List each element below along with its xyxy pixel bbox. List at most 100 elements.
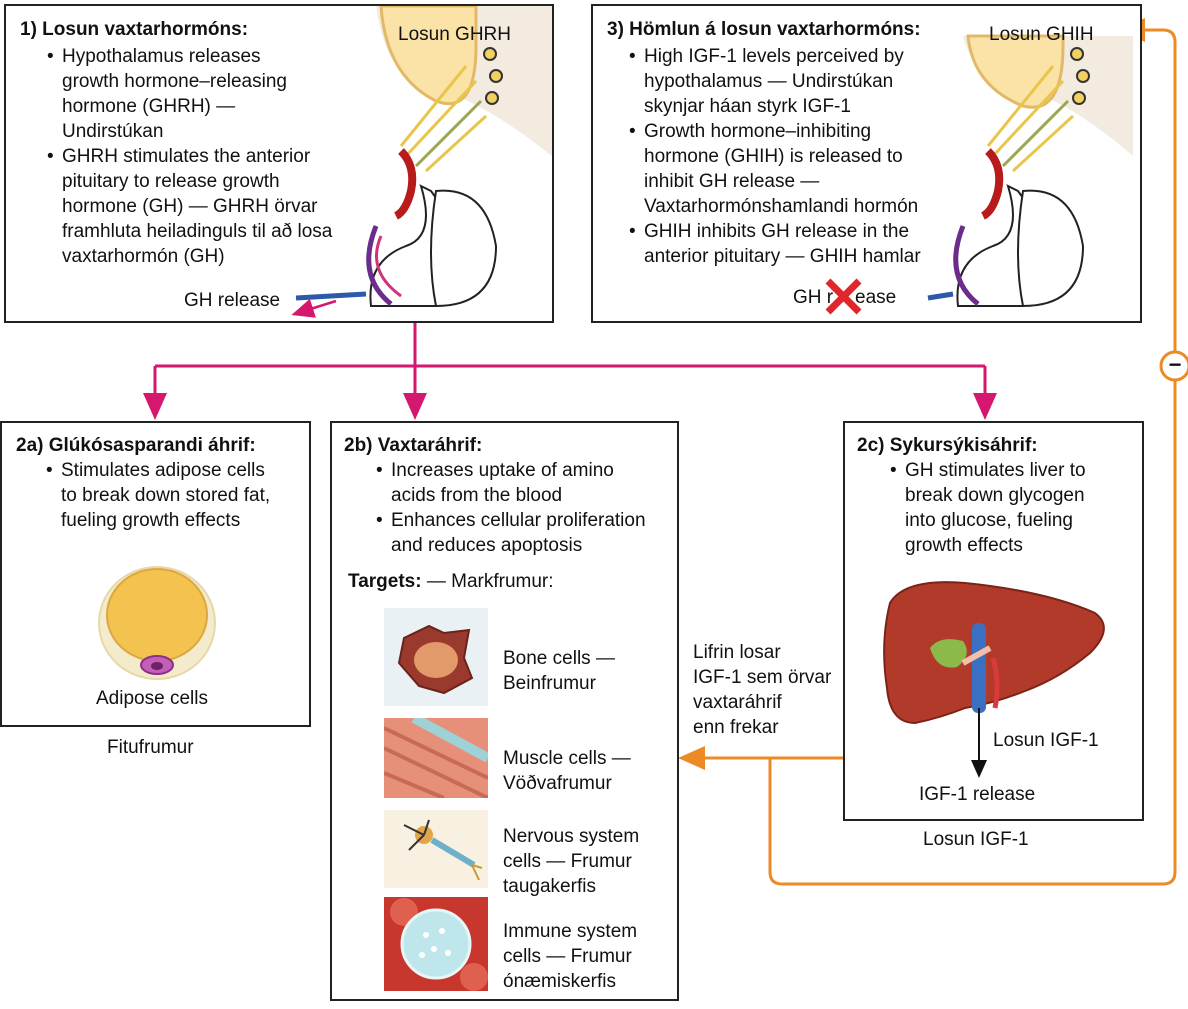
box-ghrh-release: 1) Losun vaxtarhormóns: Losun GHRH • Hyp…: [4, 4, 554, 323]
bullet-line: High IGF-1 levels perceived by: [644, 46, 904, 67]
box-diabetogenic-effects: 2c) Sykursýkisáhrif: • GH stimulates liv…: [843, 421, 1144, 821]
igf1-feedback-arrows: [678, 18, 1177, 886]
note-line: IGF-1 sem örvar: [693, 667, 832, 688]
note-line: Lifrin losar: [693, 642, 781, 663]
hypothalamus-pituitary-illustration: [291, 6, 552, 318]
nervous-cells-label: Nervous system cells — Frumur taugakerfi…: [503, 824, 639, 899]
losun-igf1-label: Losun IGF-1: [993, 730, 1099, 751]
bullet-line: Vaxtarhormónshamlandi hormón: [644, 196, 919, 217]
bullet-line: skynjar háan styrk IGF-1: [644, 96, 851, 117]
box2a-bullet-1: • Stimulates adipose cells to break down…: [46, 458, 271, 533]
label-line: taugakerfis: [503, 876, 596, 897]
label-line: cells — Frumur: [503, 946, 632, 967]
liver-illustration: [883, 581, 1105, 778]
box2b-title: 2b) Vaxtaráhrif:: [344, 435, 483, 456]
label-line: cells — Frumur: [503, 851, 632, 872]
box-growth-effects: 2b) Vaxtaráhrif: • Increases uptake of a…: [330, 421, 679, 1001]
box1-bullet-1: • Hypothalamus releases growth hormone–r…: [47, 44, 287, 144]
adipose-cells-label: Adipose cells: [96, 688, 208, 709]
bullet-line: to break down stored fat,: [61, 485, 271, 506]
box2b-bullet-2: • Enhances cellular proliferation and re…: [376, 508, 646, 558]
bullet-line: hormone (GH) — GHRH örvar: [62, 196, 318, 217]
box1-title: 1) Losun vaxtarhormóns:: [20, 19, 249, 40]
box3-bullet-2: • Growth hormone–inhibiting hormone (GHI…: [629, 119, 919, 219]
targets-bold: Targets:: [348, 571, 422, 592]
adipose-cell-illustration: [98, 566, 216, 680]
box1-bullet-2: • GHRH stimulates the anterior pituitary…: [47, 144, 333, 269]
bullet-marker: •: [629, 221, 636, 242]
bullet-marker: •: [47, 146, 54, 167]
box-glucose-sparing: 2a) Glúkósasparandi áhrif: • Stimulates …: [0, 421, 311, 727]
bullet-line: framhluta heiladinguls til að losa: [62, 221, 333, 242]
bullet-line: Increases uptake of amino: [391, 460, 614, 481]
bullet-line: vaxtarhormón (GH): [62, 246, 225, 267]
inhibition-symbol-circle: [1159, 350, 1188, 382]
note-line: enn frekar: [693, 717, 779, 738]
bullet-line: break down glycogen: [905, 485, 1085, 506]
inhibition-symbol: −: [1168, 352, 1182, 377]
hypothalamus-pituitary-illustration: [825, 34, 1133, 315]
label-line: Muscle cells —: [503, 748, 631, 769]
bullet-line: hormone (GHRH) —: [62, 96, 236, 117]
label-line: Beinfrumur: [503, 673, 596, 694]
bullet-line: GHIH inhibits GH release in the: [644, 221, 910, 242]
box2c-bullet-1: • GH stimulates liver to break down glyc…: [890, 458, 1086, 558]
bullet-line: acids from the blood: [391, 485, 563, 506]
box3-title: 3) Hömlun á losun vaxtarhormóns:: [607, 19, 921, 40]
bone-cell-image: [384, 608, 488, 706]
bullet-marker: •: [376, 460, 383, 481]
immune-cells-label: Immune system cells — Frumur ónæmiskerfi…: [503, 919, 637, 994]
note-line: vaxtaráhrif: [693, 692, 782, 713]
bullet-line: hormone (GHIH) is released to: [644, 146, 903, 167]
label-line: Nervous system: [503, 826, 640, 847]
gh-distribution-arrows: [143, 323, 997, 420]
bullet-line: GH stimulates liver to: [905, 460, 1086, 481]
liver-note: Lifrin losar IGF-1 sem örvar vaxtaráhrif…: [693, 640, 831, 740]
nerve-cell-image: [384, 810, 488, 888]
bullet-line: growth effects: [905, 535, 1023, 556]
muscle-cells-label: Muscle cells — Vöðvafrumur: [503, 746, 631, 796]
bullet-line: anterior pituitary — GHIH hamlar: [644, 246, 921, 267]
box3-gh-blocked-right: ease: [855, 287, 897, 308]
bullet-marker: •: [46, 460, 53, 481]
bullet-line: GHRH stimulates the anterior: [62, 146, 311, 167]
bullet-marker: •: [376, 510, 383, 531]
label-line: Vöðvafrumur: [503, 773, 612, 794]
label-line: Bone cells —: [503, 648, 615, 669]
box3-bullet-3: • GHIH inhibits GH release in the anteri…: [629, 219, 921, 269]
bullet-marker: •: [629, 121, 636, 142]
box-ghih-inhibition: 3) Hömlun á losun vaxtarhormóns: Losun G…: [591, 4, 1142, 323]
bullet-line: growth hormone–releasing: [62, 71, 287, 92]
igf1-release-label: IGF-1 release: [919, 784, 1036, 805]
box3-release-label: Losun GHIH: [989, 24, 1094, 45]
bullet-marker: •: [47, 46, 54, 67]
bullet-line: Stimulates adipose cells: [61, 460, 265, 481]
targets-heading: Targets: — Markfrumur:: [348, 569, 554, 594]
bullet-line: Hypothalamus releases: [62, 46, 261, 67]
box1-gh-release-label: GH release: [184, 290, 281, 311]
box2b-bullet-1: • Increases uptake of amino acids from t…: [376, 458, 614, 508]
box1-release-label: Losun GHRH: [398, 24, 511, 45]
box2a-title: 2a) Glúkósasparandi áhrif:: [16, 435, 256, 456]
box3-gh-blocked-left: GH r: [793, 287, 834, 308]
bullet-line: and reduces apoptosis: [391, 535, 583, 556]
bullet-marker: •: [629, 46, 636, 67]
bullet-line: fueling growth effects: [61, 510, 241, 531]
box2a-caption: Fitufrumur: [107, 737, 194, 758]
bullet-line: Enhances cellular proliferation: [391, 510, 646, 531]
bullet-marker: •: [890, 460, 897, 481]
label-line: ónæmiskerfis: [503, 971, 616, 992]
bullet-line: hypothalamus — Undirstúkan: [644, 71, 894, 92]
box2c-caption: Losun IGF-1: [923, 829, 1029, 850]
blocked-x-icon: [825, 278, 862, 315]
bullet-line: into glucose, fueling: [905, 510, 1073, 531]
label-line: Immune system: [503, 921, 638, 942]
bullet-line: Growth hormone–inhibiting: [644, 121, 872, 142]
bullet-line: Undirstúkan: [62, 121, 164, 142]
box3-bullet-1: • High IGF-1 levels perceived by hypotha…: [629, 44, 904, 119]
targets-rest: — Markfrumur:: [426, 571, 554, 592]
bullet-line: pituitary to release growth: [62, 171, 280, 192]
immune-cell-image: [384, 897, 488, 991]
muscle-cell-image: [384, 718, 488, 798]
